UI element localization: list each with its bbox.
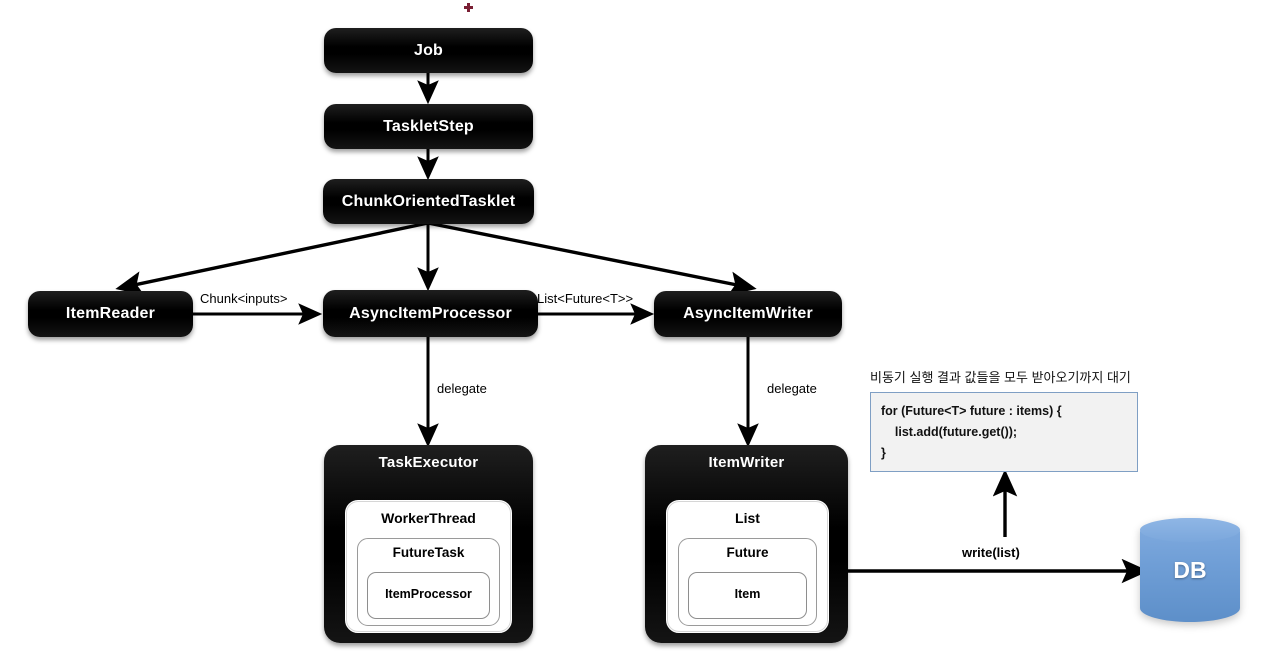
node-chunk-oriented-tasklet-label: ChunkOrientedTasklet xyxy=(341,192,516,210)
node-async-item-processor-label: AsyncItemProcessor xyxy=(349,304,512,322)
node-item-reader[interactable]: ItemReader xyxy=(28,291,193,337)
node-item-processor-label: ItemProcessor xyxy=(385,587,472,601)
node-async-item-writer-label: AsyncItemWriter xyxy=(683,305,813,322)
code-line-1: for (Future<T> future : items) { xyxy=(881,404,1062,418)
node-future-task-label: FutureTask xyxy=(392,545,465,560)
node-item-reader-label: ItemReader xyxy=(65,305,156,322)
edge-label-delegate-left: delegate xyxy=(437,381,487,396)
node-async-item-writer[interactable]: AsyncItemWriter xyxy=(654,291,842,337)
node-async-item-processor[interactable]: AsyncItemProcessor xyxy=(323,290,538,337)
edge-chunktasklet-to-itemreader xyxy=(115,221,429,296)
db-cylinder-top xyxy=(1140,518,1240,542)
node-task-executor-label: TaskExecutor xyxy=(378,454,479,471)
node-db-label: DB xyxy=(1173,556,1207,583)
edge-label-list-future-t: List<Future<T>> xyxy=(537,291,634,306)
node-list-label: List xyxy=(735,510,760,526)
async-wait-note: 비동기 실행 결과 값들을 모두 받아오기까지 대기 xyxy=(870,370,1131,385)
node-db[interactable]: DB xyxy=(1140,518,1240,622)
node-chunk-oriented-tasklet[interactable]: ChunkOrientedTasklet xyxy=(323,179,534,224)
node-item-processor[interactable]: ItemProcessor xyxy=(367,572,490,619)
node-future-label: Future xyxy=(726,545,769,560)
edge-label-delegate-right: delegate xyxy=(767,381,817,396)
node-worker-thread-label: WorkerThread xyxy=(381,510,476,526)
node-job[interactable]: Job xyxy=(324,28,533,73)
node-item-label: Item xyxy=(734,587,761,601)
node-item[interactable]: Item xyxy=(688,572,807,619)
code-callout: for (Future<T> future : items) { list.ad… xyxy=(870,392,1138,472)
node-tasklet-step-label: TaskletStep xyxy=(383,117,474,135)
node-tasklet-step[interactable]: TaskletStep xyxy=(324,104,533,149)
edge-label-chunk-inputs: Chunk<inputs> xyxy=(200,291,288,306)
code-line-3: } xyxy=(881,446,886,460)
edge-label-write-list: write(list) xyxy=(962,545,1020,560)
cursor-artifact-icon xyxy=(464,3,473,12)
node-job-label: Job xyxy=(413,41,444,59)
code-line-2: list.add(future.get()); xyxy=(881,425,1018,439)
edge-chunktasklet-to-asyncitemwriter xyxy=(427,221,757,296)
node-item-writer-label: ItemWriter xyxy=(708,454,785,471)
